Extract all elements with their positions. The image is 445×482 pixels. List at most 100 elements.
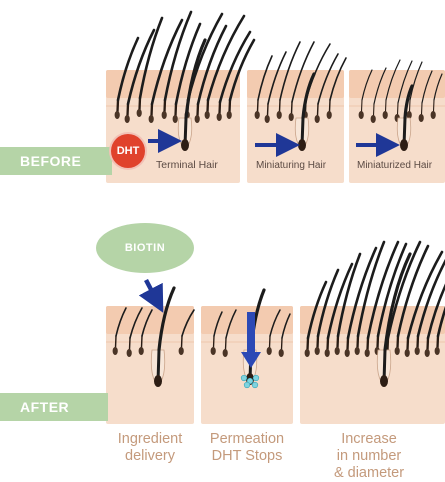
- caption-line: delivery: [125, 448, 175, 464]
- hair-strand: [366, 240, 400, 340]
- follicle-bulb: [364, 349, 370, 357]
- follicle-bulb: [434, 347, 440, 355]
- follicle-bulb: [222, 349, 228, 357]
- hair-strand: [267, 51, 287, 105]
- follicle-bulb: [314, 115, 320, 123]
- follicle-bulb: [148, 115, 154, 123]
- hair-strand: [184, 38, 207, 120]
- hair-strand: [376, 242, 408, 338]
- hair-strand: [181, 309, 195, 337]
- hair-strand: [116, 36, 140, 102]
- follicle-bulb: [382, 111, 388, 119]
- follicle-bulb: [124, 115, 130, 123]
- follicle-bulb: [298, 139, 306, 151]
- hair-strand: [356, 240, 386, 338]
- follicle-bulb: [254, 111, 260, 119]
- hair-strand: [291, 41, 315, 103]
- hair-strand: [301, 72, 316, 120]
- caption-line: in number: [336, 448, 402, 464]
- hair-strand: [409, 61, 423, 101]
- caption-permeation: Permeation DHT Stops: [195, 431, 299, 465]
- hair-strand: [346, 246, 378, 340]
- follicle-bulb: [126, 349, 132, 357]
- hair-strand: [403, 84, 414, 120]
- follicle-bulb: [276, 111, 282, 119]
- follicle-bulb: [314, 347, 320, 355]
- dht-particle-icon: [252, 374, 260, 382]
- follicle-bulb: [194, 115, 200, 123]
- follicle-bulb: [154, 375, 162, 387]
- follicle-bulb: [380, 375, 388, 387]
- caption-increase: Increase in number & diameter: [314, 431, 424, 482]
- follicle-bulb: [354, 347, 360, 355]
- hair-strand: [397, 60, 413, 104]
- down-arrow-icon: [138, 278, 164, 313]
- after-banner: AFTER: [0, 393, 108, 421]
- hair-strand: [416, 258, 445, 338]
- follicle-bulb: [424, 349, 430, 357]
- hair-strand: [436, 305, 445, 338]
- hair-strand: [326, 262, 354, 340]
- hair-strand: [383, 252, 412, 352]
- caption-line: Permeation: [209, 431, 285, 447]
- follicle-bulb: [204, 111, 210, 119]
- follicle-bulb: [334, 347, 340, 355]
- skin-surface: [106, 306, 194, 334]
- follicle-bulb: [400, 139, 408, 151]
- follicle-bulb: [404, 349, 410, 357]
- follicle-bulb: [161, 111, 167, 119]
- caption-line: Ingredient: [117, 431, 183, 447]
- skin-surface: [349, 70, 445, 98]
- dht-badge: DHT: [111, 134, 145, 168]
- miniaturized-hair-label: Miniaturized Hair: [357, 160, 433, 171]
- follicle-bulb: [278, 349, 284, 357]
- terminal-hair-label: Terminal Hair: [156, 159, 218, 171]
- follicle-bulb: [226, 111, 232, 119]
- follicle-bulb: [358, 111, 364, 119]
- follicle-bulb: [304, 349, 310, 357]
- hair-strand: [115, 307, 127, 337]
- hair-strand: [218, 30, 252, 104]
- hair-strand: [150, 18, 184, 106]
- hair-strand: [257, 55, 273, 101]
- hair-strand: [361, 69, 373, 101]
- hair-strand: [138, 16, 164, 100]
- hair-strand: [157, 286, 176, 352]
- caption-line: DHT Stops: [211, 448, 283, 464]
- follicle-bulb: [430, 111, 436, 119]
- caption-ingredient-delivery: Ingredient delivery: [96, 431, 204, 465]
- follicle-bulb: [324, 349, 330, 357]
- follicle-bulb: [418, 114, 424, 122]
- follicle-bulb: [394, 347, 400, 355]
- hair-strand: [396, 244, 430, 338]
- follicle-bulb: [114, 111, 120, 119]
- follicle-bulb: [288, 113, 294, 121]
- follicle-bulb: [138, 347, 144, 355]
- follicle-bulb: [414, 347, 420, 355]
- dht-particle-icon: [240, 374, 248, 382]
- hair-strand: [433, 73, 443, 101]
- hair-strand: [316, 268, 340, 338]
- hair-strand: [126, 28, 156, 106]
- follicle-bulb: [112, 347, 118, 355]
- hair-strand: [279, 41, 301, 101]
- follicle-bulb: [326, 111, 332, 119]
- follicle-bulb: [178, 347, 184, 355]
- before-banner: BEFORE: [0, 147, 112, 175]
- skin-surface: [106, 70, 240, 98]
- follicle-bulb: [172, 115, 178, 123]
- skin-block: [106, 306, 194, 424]
- dht-particle-icon: [251, 381, 259, 389]
- follicle-bulb: [266, 347, 272, 355]
- hair-strand: [213, 311, 223, 337]
- follicle-bulb: [344, 349, 350, 357]
- follicle-bulb: [406, 111, 412, 119]
- hair-strand: [317, 53, 339, 105]
- follicle-bulb: [136, 109, 142, 117]
- follicle-bulb: [181, 139, 189, 151]
- follicle-bulb: [370, 115, 376, 123]
- hair-strand: [329, 57, 347, 101]
- down-arrow-icon: [247, 312, 255, 352]
- hair-strand: [281, 313, 291, 339]
